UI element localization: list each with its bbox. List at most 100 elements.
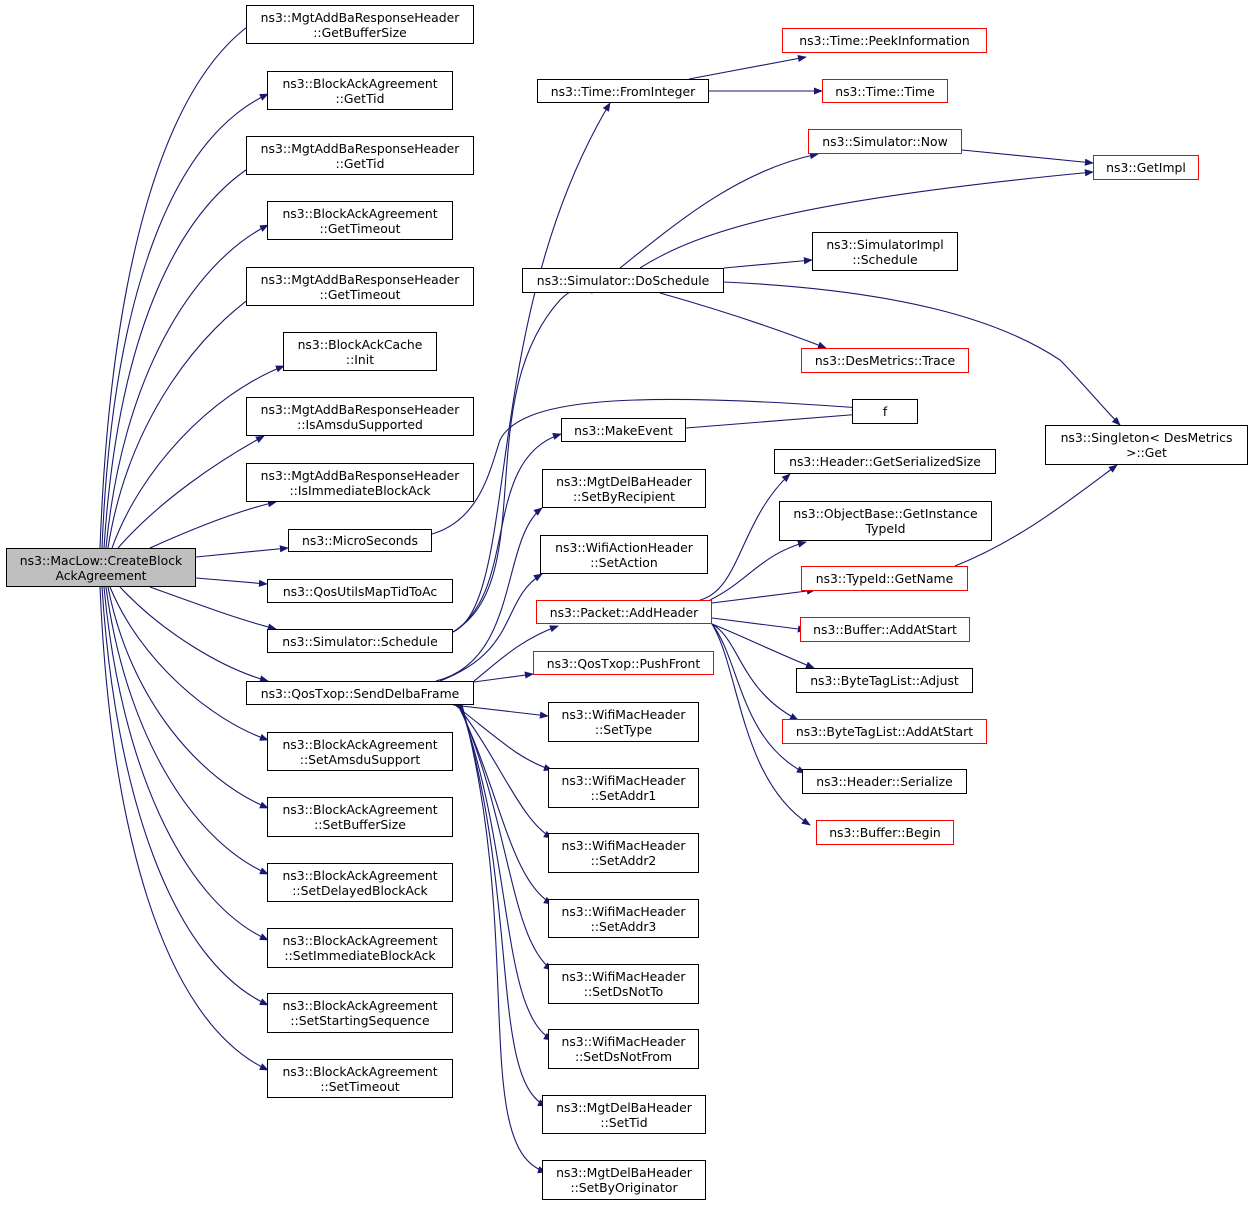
node-label: ::SetType bbox=[594, 722, 653, 737]
node-label: ::SetAddr2 bbox=[590, 853, 657, 868]
call-edge bbox=[439, 573, 543, 682]
call-edge bbox=[117, 435, 265, 549]
node-mgtaddbaresponseheader-gettid[interactable]: ns3::MgtAddBaResponseHeader ::GetTid bbox=[246, 136, 474, 175]
node-label: ns3::Time::Time bbox=[835, 83, 935, 99]
node-label: ns3::Header::GetSerializedSize bbox=[789, 454, 981, 469]
node-mgtaddbaresponseheader-isimmediateblockack[interactable]: ns3::MgtAddBaResponseHeader ::IsImmediat… bbox=[246, 463, 474, 502]
node-label: ns3::Buffer::AddAtStart bbox=[813, 622, 957, 637]
node-time-frominteger[interactable]: ns3::Time::FromInteger bbox=[537, 79, 709, 103]
call-edge bbox=[103, 159, 263, 549]
node-header-serialize[interactable]: ns3::Header::Serialize bbox=[802, 769, 967, 794]
node-header-getserializedsize[interactable]: ns3::Header::GetSerializedSize bbox=[774, 449, 996, 474]
node-time-time[interactable]: ns3::Time::Time bbox=[822, 79, 948, 103]
node-simulatorimpl-schedule[interactable]: ns3::SimulatorImpl ::Schedule bbox=[812, 232, 958, 271]
node-label: ns3::Buffer::Begin bbox=[829, 825, 941, 840]
node-blockackagreement-settimeout[interactable]: ns3::BlockAckAgreement ::SetTimeout bbox=[267, 1059, 453, 1098]
node-bytetaglist-addatstart[interactable]: ns3::ByteTagList::AddAtStart bbox=[782, 719, 987, 744]
node-label: ns3::GetImpl bbox=[1106, 160, 1186, 175]
call-edge bbox=[105, 586, 269, 875]
node-simulator-now[interactable]: ns3::Simulator::Now bbox=[808, 129, 962, 154]
node-label: ::SetDsNotFrom bbox=[574, 1049, 673, 1064]
node-f[interactable]: f bbox=[852, 399, 918, 424]
node-blockackagreement-setbuffersize[interactable]: ns3::BlockAckAgreement ::SetBufferSize bbox=[267, 797, 453, 837]
node-label: ::SetBufferSize bbox=[314, 817, 406, 832]
node-makeevent[interactable]: ns3::MakeEvent bbox=[561, 418, 686, 442]
node-mgtaddbaresponseheader-getbuffersize[interactable]: ns3::MgtAddBaResponseHeader ::GetBufferS… bbox=[246, 5, 474, 44]
node-label: ns3::BlockAckAgreement bbox=[282, 867, 438, 883]
node-packet-addheader[interactable]: ns3::Packet::AddHeader bbox=[536, 600, 712, 624]
call-edge bbox=[954, 464, 1118, 567]
node-getimpl[interactable]: ns3::GetImpl bbox=[1093, 155, 1199, 180]
call-edge bbox=[149, 500, 277, 549]
node-blockackcache-init[interactable]: ns3::BlockAckCache ::Init bbox=[283, 332, 437, 371]
node-blockackagreement-gettid[interactable]: ns3::BlockAckAgreement ::GetTid bbox=[267, 71, 453, 110]
node-typeid-getname[interactable]: ns3::TypeId::GetName bbox=[801, 566, 968, 591]
node-wifimacheader-setaddr2[interactable]: ns3::WifiMacHeader ::SetAddr2 bbox=[548, 833, 699, 873]
node-qostxop-pushfront[interactable]: ns3::QosTxop::PushFront bbox=[533, 651, 714, 675]
node-wifiactionheader-setaction[interactable]: ns3::WifiActionHeader ::SetAction bbox=[540, 535, 708, 574]
node-simulator-doschedule[interactable]: ns3::Simulator::DoSchedule bbox=[522, 268, 724, 293]
node-bytetaglist-adjust[interactable]: ns3::ByteTagList::Adjust bbox=[796, 668, 973, 693]
call-edge bbox=[109, 586, 269, 741]
node-label: ns3::Time::FromInteger bbox=[550, 83, 696, 99]
node-objectbase-getinstancetypeid[interactable]: ns3::ObjectBase::GetInstance TypeId bbox=[779, 501, 992, 541]
node-label: ns3::ObjectBase::GetInstance bbox=[793, 506, 978, 521]
node-time-peekinformation[interactable]: ns3::Time::PeekInformation bbox=[782, 28, 987, 53]
node-mgtaddbaresponseheader-isamsdusupported[interactable]: ns3::MgtAddBaResponseHeader ::IsAmsduSup… bbox=[246, 397, 474, 436]
call-edge bbox=[103, 586, 269, 941]
node-blockackagreement-gettimeout[interactable]: ns3::BlockAckAgreement ::GetTimeout bbox=[267, 201, 453, 240]
node-mgtdelbaheader-setbyoriginator[interactable]: ns3::MgtDelBaHeader ::SetByOriginator bbox=[542, 1160, 706, 1200]
call-edge bbox=[101, 586, 269, 1006]
call-edge bbox=[459, 704, 553, 1041]
node-label: ns3::QosUtilsMapTidToAc bbox=[282, 583, 438, 599]
call-edge bbox=[101, 93, 269, 549]
node-label: ns3::MgtDelBaHeader bbox=[556, 1165, 692, 1180]
node-simulator-schedule[interactable]: ns3::Simulator::Schedule bbox=[267, 629, 453, 653]
node-mgtdelbaheader-setbyrecipient[interactable]: ns3::MgtDelBaHeader ::SetByRecipient bbox=[542, 469, 706, 508]
node-microseconds[interactable]: ns3::MicroSeconds bbox=[288, 529, 432, 552]
node-label: ns3::Header::Serialize bbox=[816, 774, 953, 789]
node-label: ::SetByRecipient bbox=[572, 488, 676, 504]
call-edge bbox=[454, 704, 553, 772]
node-label: ns3::BlockAckAgreement bbox=[282, 1063, 438, 1079]
node-blockackagreement-setdelayedblockack[interactable]: ns3::BlockAckAgreement ::SetDelayedBlock… bbox=[267, 863, 453, 902]
call-edge bbox=[619, 152, 819, 269]
call-edge bbox=[699, 473, 791, 601]
node-label: ::SetAddr3 bbox=[590, 918, 657, 934]
call-edge bbox=[452, 102, 611, 633]
node-desmetrics-trace[interactable]: ns3::DesMetrics::Trace bbox=[801, 348, 969, 373]
node-wifimacheader-setaddr1[interactable]: ns3::WifiMacHeader ::SetAddr1 bbox=[548, 768, 699, 808]
node-label: ::SetStartingSequence bbox=[290, 1013, 430, 1028]
node-wifimacheader-setdsnotto[interactable]: ns3::WifiMacHeader ::SetDsNotTo bbox=[548, 964, 699, 1004]
node-blockackagreement-setstartingsequence[interactable]: ns3::BlockAckAgreement ::SetStartingSequ… bbox=[267, 993, 453, 1033]
node-qostxop-senddelbaframe[interactable]: ns3::QosTxop::SendDelbaFrame bbox=[246, 681, 474, 705]
node-singleton-desmetrics-get[interactable]: ns3::Singleton< DesMetrics >::Get bbox=[1045, 425, 1248, 465]
node-label: ns3::MacLow::CreateBlock bbox=[19, 552, 183, 568]
node-label: ns3::BlockAckAgreement bbox=[282, 802, 438, 817]
node-wifimacheader-settype[interactable]: ns3::WifiMacHeader ::SetType bbox=[548, 702, 699, 742]
call-edge bbox=[111, 365, 285, 549]
node-label: ns3::ByteTagList::Adjust bbox=[810, 673, 959, 688]
call-edge bbox=[452, 433, 562, 633]
node-label: ns3::Packet::AddHeader bbox=[549, 604, 699, 620]
node-qosutilsmaptidtoac[interactable]: ns3::QosUtilsMapTidToAc bbox=[267, 579, 453, 603]
call-edge bbox=[452, 285, 593, 633]
node-label: ::Init bbox=[345, 351, 375, 367]
call-edge bbox=[195, 577, 268, 587]
call-edge bbox=[461, 704, 547, 1174]
node-label: ns3::Simulator::Now bbox=[822, 134, 948, 149]
node-blockackagreement-setamsdusupport[interactable]: ns3::BlockAckAgreement ::SetAmsduSupport bbox=[267, 732, 453, 771]
node-label: ::SetDsNotTo bbox=[583, 984, 664, 999]
node-label: f bbox=[882, 404, 888, 419]
node-buffer-begin[interactable]: ns3::Buffer::Begin bbox=[816, 820, 954, 845]
node-mgtaddbaresponseheader-gettimeout[interactable]: ns3::MgtAddBaResponseHeader ::GetTimeout bbox=[246, 267, 474, 306]
node-buffer-addatstart[interactable]: ns3::Buffer::AddAtStart bbox=[800, 617, 970, 642]
node-blockackagreement-setimmediateblockack[interactable]: ns3::BlockAckAgreement ::SetImmediateBlo… bbox=[267, 928, 453, 968]
node-mgtdelbaheader-settid[interactable]: ns3::MgtDelBaHeader ::SetTid bbox=[542, 1095, 706, 1134]
node-label: ::SetByOriginator bbox=[570, 1180, 678, 1195]
node-label: ::SetTid bbox=[600, 1114, 648, 1130]
node-wifimacheader-setaddr3[interactable]: ns3::WifiMacHeader ::SetAddr3 bbox=[548, 899, 699, 938]
node-label: ns3::WifiMacHeader bbox=[561, 707, 686, 722]
node-wifimacheader-setdsnotfrom[interactable]: ns3::WifiMacHeader ::SetDsNotFrom bbox=[548, 1029, 699, 1069]
